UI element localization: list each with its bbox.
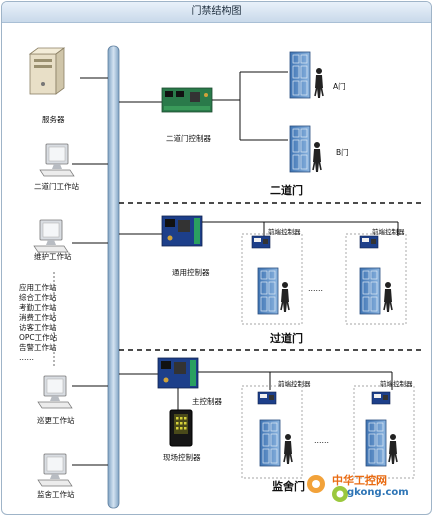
list-item: 综合工作站: [19, 293, 57, 302]
list-item: OPC工作站: [19, 333, 58, 342]
front-controller-icon: [257, 391, 277, 405]
cell-door-icon: [365, 419, 387, 467]
station-list: 应用工作站 综合工作站 考勤工作站 消费工作站 访客工作站 OPC工作站 告警工…: [19, 283, 57, 363]
person-icon: [314, 67, 324, 99]
workstation-monitor-icon: [37, 375, 73, 409]
general-controller-label: 通用控制器: [172, 268, 210, 277]
watermark-gear-icon: [307, 475, 348, 502]
door-b-label: B门: [336, 148, 349, 157]
watermark-url: gkong.com: [347, 487, 409, 498]
list-item: ……: [19, 353, 34, 362]
main-controller-label: 主控制器: [192, 397, 222, 406]
person-icon: [383, 281, 393, 313]
diagram-title: 门禁结构图: [2, 2, 431, 23]
passage-door-icon: [359, 267, 381, 315]
workstation-monitor-icon: [39, 143, 75, 177]
front-controller-label: 前端控制器: [380, 380, 413, 388]
field-controller-label: 现场控制器: [163, 453, 201, 462]
list-item: 告警工作站: [19, 343, 57, 352]
front-controller-icon: [359, 235, 379, 249]
ellipsis: ……: [314, 436, 329, 445]
door-b-icon: [289, 125, 311, 173]
list-item: 消费工作站: [19, 313, 57, 322]
ellipsis: ……: [308, 284, 323, 293]
front-controller-label: 前端控制器: [268, 228, 301, 236]
passage-door-icon: [257, 267, 279, 315]
front-controller-icon: [251, 235, 271, 249]
front-controller-label: 前端控制器: [278, 380, 311, 388]
front-controller-label: 前端控制器: [372, 228, 405, 236]
person-icon: [388, 433, 398, 465]
server-label: 服务器: [42, 115, 65, 124]
passage-door-box-2: [345, 233, 407, 325]
passage-door-section-title: 过道门: [270, 332, 303, 345]
person-icon: [283, 433, 293, 465]
cell-door-box-1: [241, 385, 303, 479]
monitor-station-label: 监舍工作站: [37, 490, 75, 499]
list-item: 访客工作站: [19, 323, 57, 332]
two-door-controller-label: 二道门控制器: [166, 134, 211, 143]
two-door-section-title: 二道门: [270, 184, 303, 197]
workstation-monitor-icon: [33, 219, 69, 253]
two-door-controller-board-icon: [161, 87, 213, 113]
list-item: 考勤工作站: [19, 303, 57, 312]
patrol-station-label: 巡更工作站: [37, 416, 75, 425]
general-controller-board-icon: [161, 215, 203, 247]
watermark-text: 中华工控网: [332, 474, 387, 487]
list-item: 应用工作站: [19, 283, 57, 292]
two-door-station-label: 二道门工作站: [34, 182, 79, 191]
maintenance-station-label: 维护工作站: [34, 252, 72, 261]
cell-door-box-2: [353, 385, 415, 479]
person-icon: [280, 281, 290, 313]
server-icon: [28, 47, 66, 95]
network-bus: [107, 45, 120, 509]
door-a-label: A门: [333, 82, 346, 91]
field-controller-keypad-icon: [169, 409, 193, 447]
cell-door-section-title: 监舍门: [272, 480, 305, 493]
cell-door-icon: [259, 419, 281, 467]
main-controller-board-icon: [157, 357, 199, 389]
workstation-monitor-icon: [37, 453, 73, 487]
person-icon: [312, 141, 322, 173]
front-controller-icon: [371, 391, 391, 405]
door-a-icon: [289, 51, 311, 99]
passage-door-box-1: [241, 233, 303, 325]
